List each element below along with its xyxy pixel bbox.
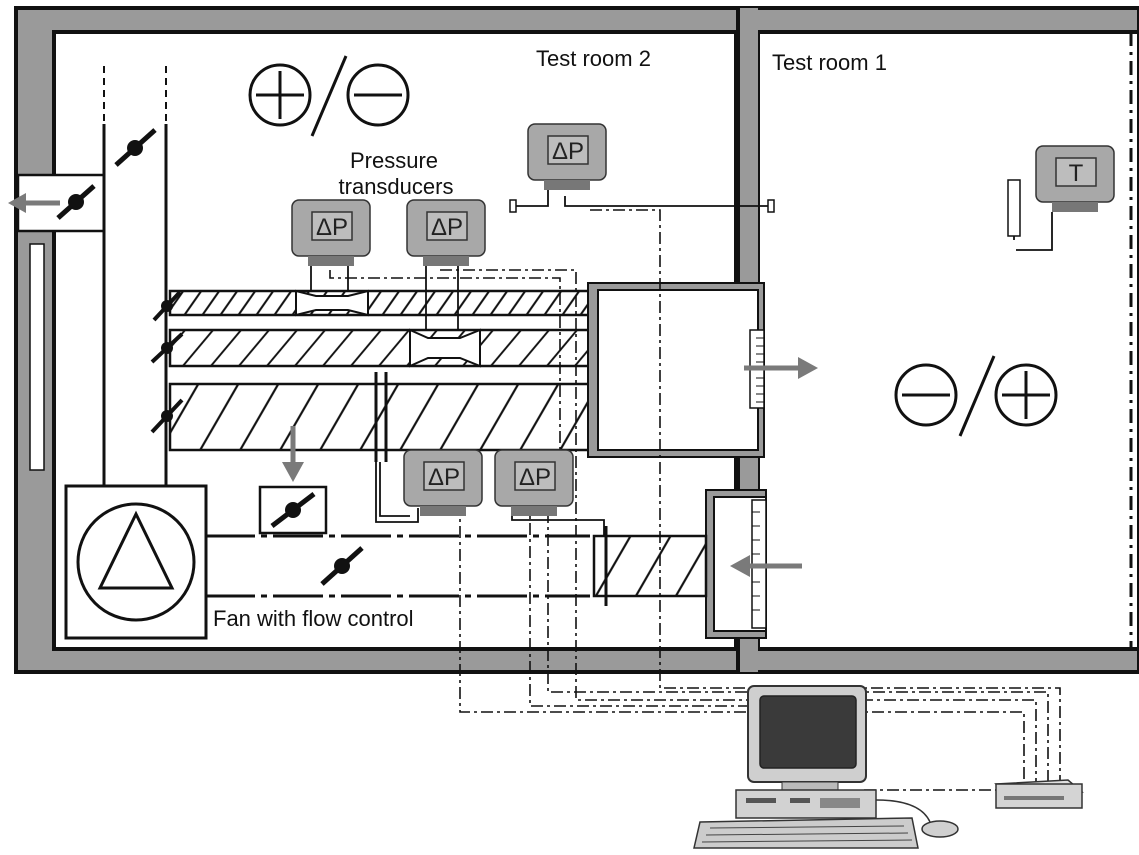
pressure-transducer: ΔP [494,449,574,516]
temperature-transducer: T [1035,145,1115,212]
flow-arrow-icon [282,426,304,482]
damper-icon [56,184,96,220]
computer-icon [693,685,959,849]
delta-p-display: ΔP [428,464,460,491]
temperature-display: T [1069,160,1084,187]
pressure-sign-room-2 [248,55,410,137]
delta-p-display: ΔP [519,464,551,491]
plus-circle-icon [994,363,1058,427]
plus-circle-icon [248,63,312,127]
delta-p-display: ΔP [431,214,463,241]
measurement-ducts [150,289,592,462]
damper-icon [152,290,182,322]
pressure-transducers-label-line2: transducers [339,174,454,199]
minus-circle-icon [346,63,410,127]
pressure-transducer: ΔP [403,449,483,516]
damper-icon [320,546,364,586]
delta-p-display: ΔP [316,214,348,241]
pressure-transducer: ΔP [527,123,607,190]
pressure-transducer: ΔP [291,199,371,266]
sensor-tubing [310,170,1053,536]
exhaust-arrow-icon [8,193,60,213]
exhaust-duct [8,66,168,488]
outlet-chamber [587,282,818,458]
damper-icon [150,398,184,434]
fan-label: Fan with flow control [213,606,414,631]
data-logger-icon [994,779,1084,809]
return-duct [205,426,708,606]
flow-arrow-icon [744,357,818,379]
test-room-2-label: Test room 2 [536,46,651,71]
damper-icon [114,128,157,167]
test-room-1-label: Test room 1 [772,50,887,75]
damper-icon [150,332,184,364]
flow-arrow-icon [730,555,802,577]
return-chamber [705,489,802,639]
delta-p-display: ΔP [552,138,584,165]
pressure-transducers-label-line1: Pressure [350,148,438,173]
fan-triangle-icon [76,502,196,622]
pressure-transducer: ΔP [406,199,486,266]
fan-unit [64,484,208,640]
damper-icon [270,492,316,528]
minus-circle-icon [894,363,958,427]
pressure-sign-room-1 [894,355,1058,437]
